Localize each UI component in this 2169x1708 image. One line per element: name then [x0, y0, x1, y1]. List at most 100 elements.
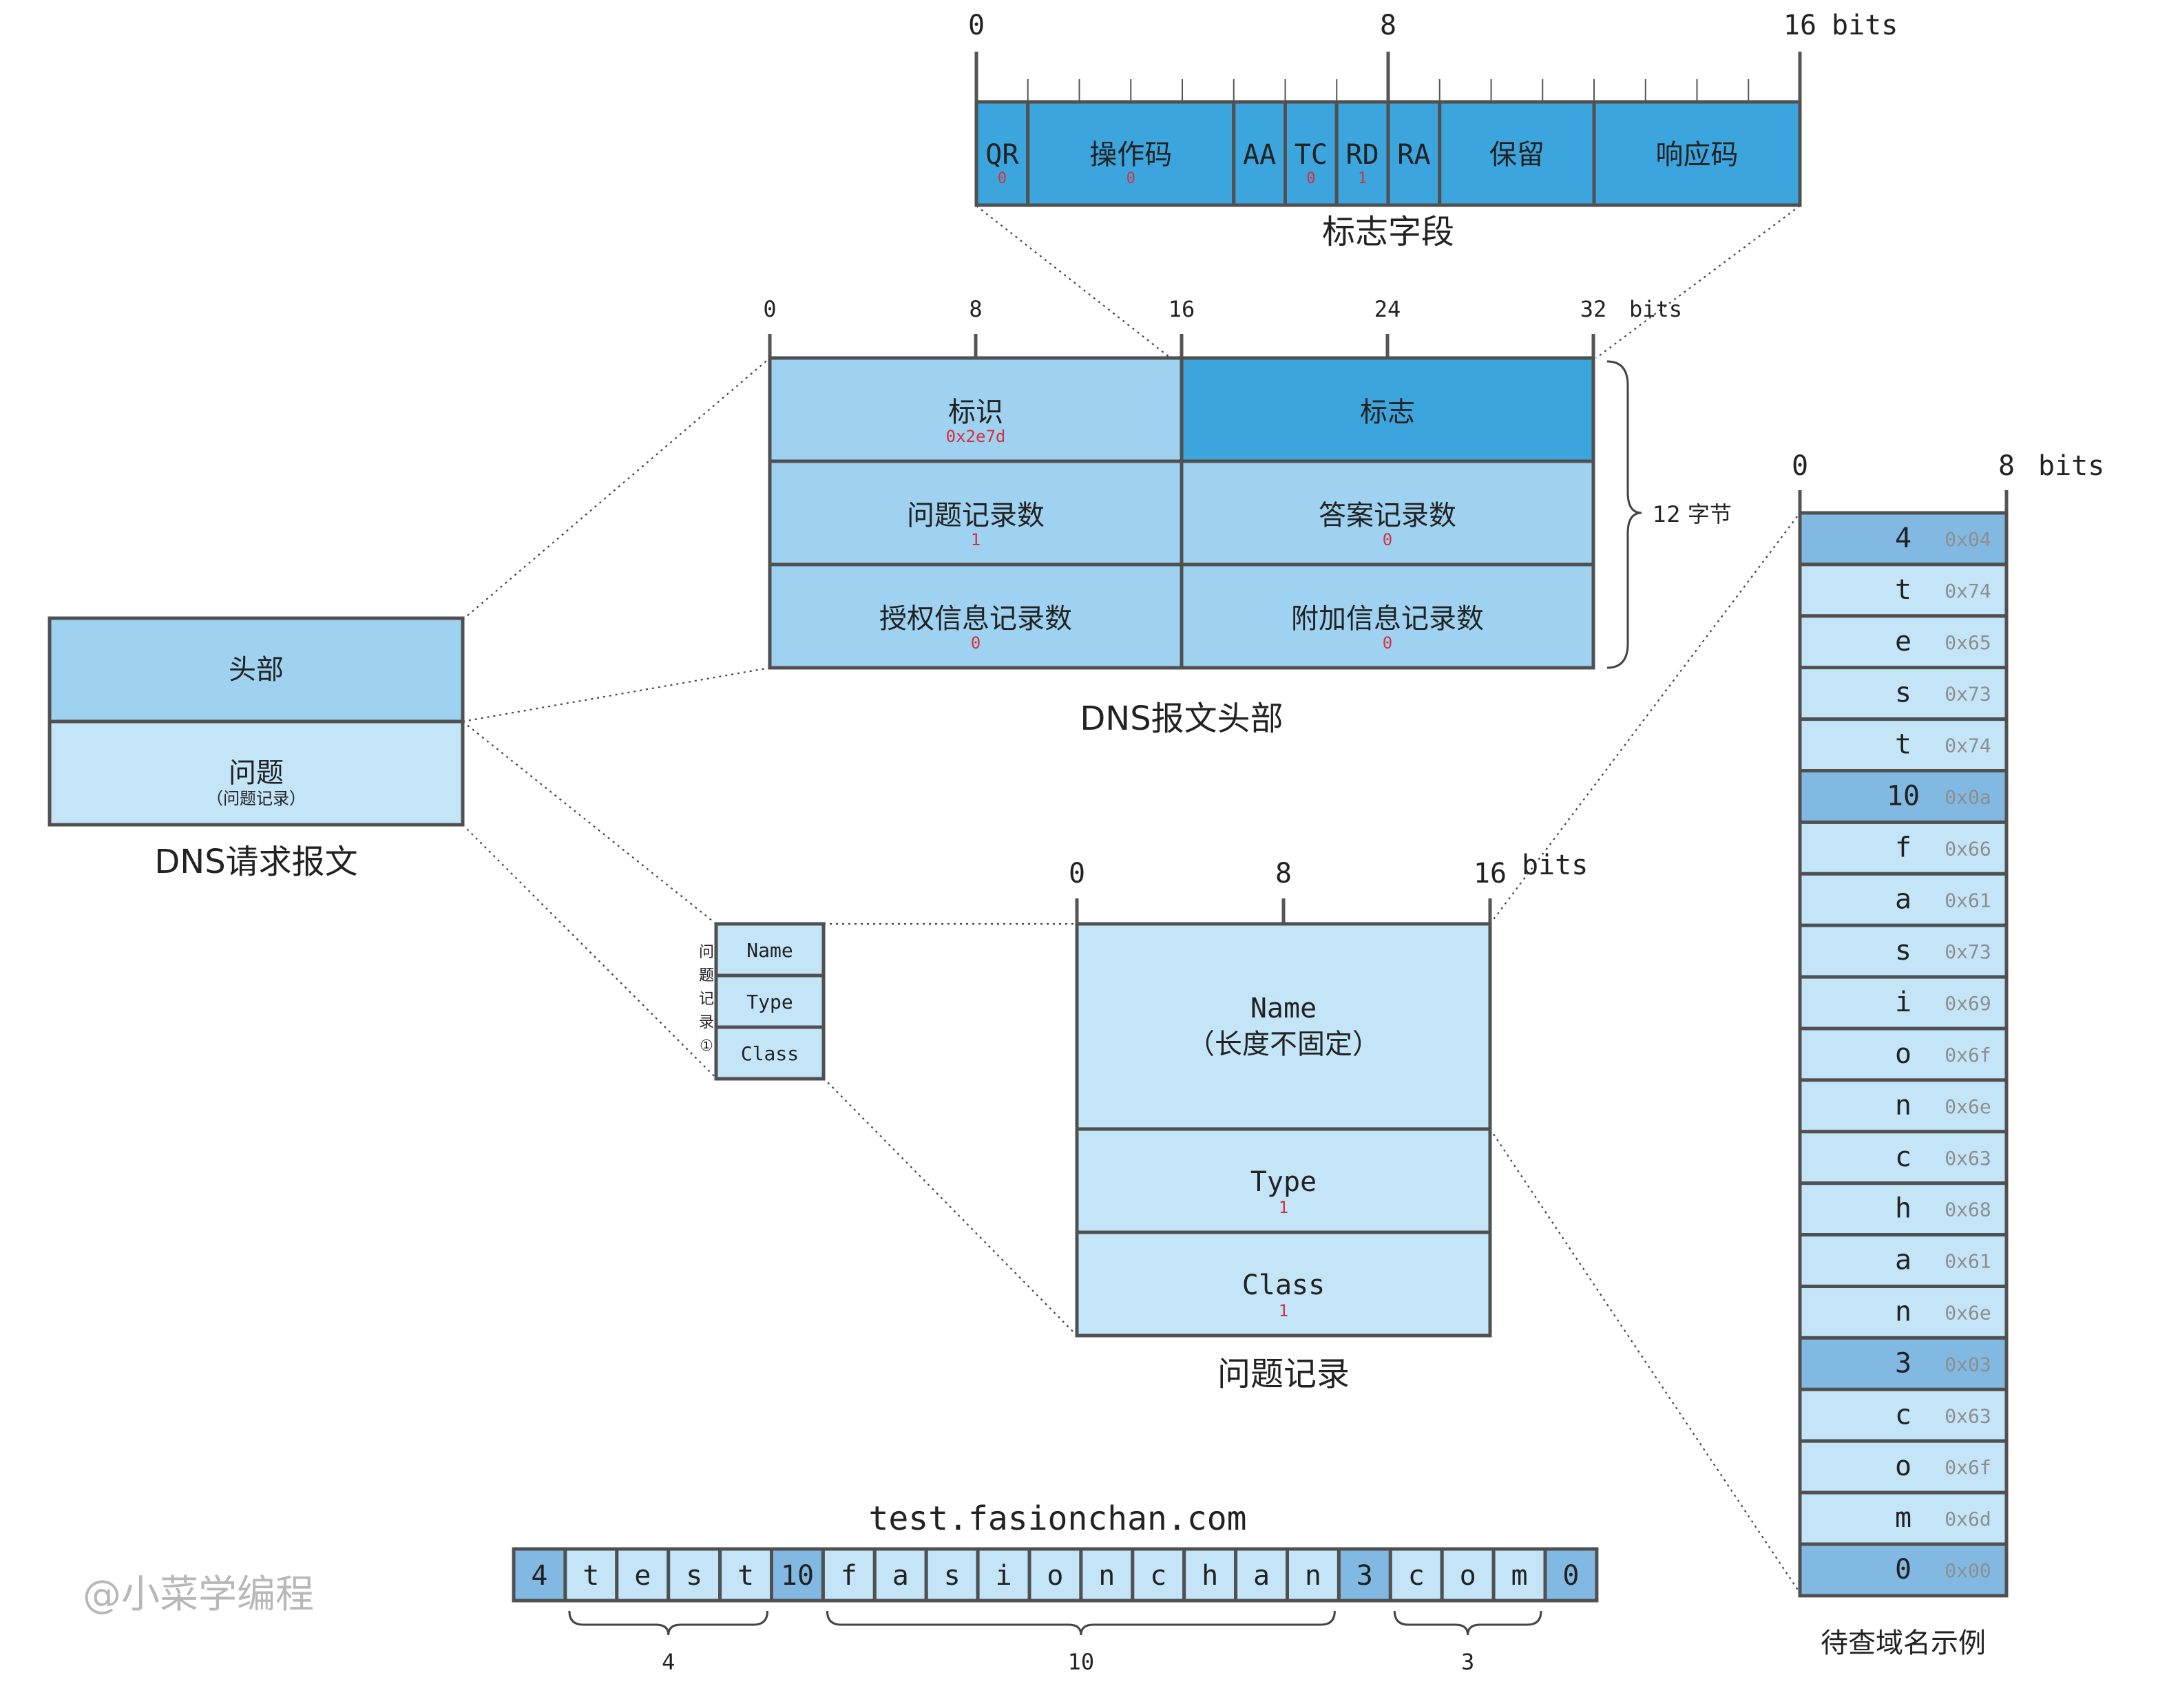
mini-row-type-label: Type — [746, 991, 793, 1013]
domain-byte-char: t — [1895, 729, 1911, 761]
domain-byte-hex: 0x68 — [1945, 1199, 1991, 1221]
domain-strip-char: f — [841, 1560, 857, 1592]
domain-byte-char: 4 — [1895, 523, 1911, 554]
domain-byte-char: o — [1895, 1451, 1911, 1482]
domain-strip-char: 4 — [531, 1560, 547, 1592]
flags-cell — [1232, 100, 1287, 207]
mini-side-label-1: 问 — [699, 944, 714, 961]
question-axis-end: 16 — [1474, 858, 1507, 889]
flags-axis-start: 0 — [968, 10, 985, 41]
header-axis-8: 8 — [969, 296, 982, 322]
header-nscount-label: 授权信息记录数 — [879, 603, 1072, 635]
header-cell-flags — [1180, 356, 1595, 463]
request-question-block — [48, 719, 465, 827]
request-header-label: 头部 — [229, 654, 284, 686]
question-caption: 问题记录 — [1217, 1355, 1350, 1393]
question-name-sub: （长度不固定） — [1187, 1029, 1380, 1060]
flags-caption: 标志字段 — [1322, 213, 1454, 251]
question-name-field — [1075, 922, 1492, 1131]
domain-strip-char: c — [1150, 1560, 1166, 1592]
question-type-field — [1075, 1127, 1492, 1234]
header-cell-ancount — [1180, 459, 1595, 567]
flags-axis-unit: bits — [1832, 10, 1898, 41]
question-record: 0 8 16 bits Name （长度不固定） Type 1 Class 1 … — [1069, 850, 1588, 1393]
domain-strip-title: test.fasionchan.com — [868, 1499, 1246, 1538]
flags-cell-label: 保留 — [1489, 139, 1544, 171]
domain-byte-cell — [1798, 1285, 2009, 1340]
header-cell-qdcount — [768, 459, 1184, 567]
domain-strip-char: n — [1305, 1560, 1321, 1592]
domain-byte-char: f — [1895, 832, 1911, 863]
domain-byte-char: c — [1895, 1141, 1911, 1173]
connector-lines — [462, 205, 1801, 1594]
domain-byte-hex: 0x6f — [1945, 1456, 1991, 1479]
header-axis-ticks — [768, 334, 1595, 358]
header-caption: DNS报文头部 — [1080, 699, 1283, 738]
domain-byte-cell — [1798, 1181, 2009, 1237]
question-type-value: 1 — [1279, 1198, 1288, 1217]
flags-cell-value: 1 — [1358, 170, 1367, 187]
domain-strip-char: c — [1408, 1560, 1425, 1592]
mini-row-type — [714, 973, 826, 1029]
request-question-sub: （问题记录） — [207, 789, 306, 808]
mini-side-label-3: 记 — [699, 991, 714, 1008]
domain-strip-brace-label: 4 — [662, 1649, 675, 1675]
flags-cell-label: AA — [1243, 139, 1276, 171]
mini-side-label-5: ① — [700, 1037, 713, 1055]
question-axis-mid: 8 — [1275, 858, 1292, 889]
domain-col-axis-ticks — [1798, 490, 2009, 513]
header-arcount-value: 0 — [1383, 633, 1392, 653]
domain-strip-cell — [1337, 1547, 1392, 1603]
header-ancount-value: 0 — [1383, 530, 1392, 549]
header-axis-unit: bits — [1629, 296, 1682, 322]
domain-strip-brace — [568, 1610, 768, 1636]
header-flags-label: 标志 — [1360, 397, 1415, 428]
domain-byte-char: s — [1895, 677, 1911, 709]
domain-byte-hex: 0x6e — [1945, 1302, 1991, 1325]
domain-byte-cell — [1798, 1387, 2009, 1443]
mini-side-label-2: 题 — [699, 967, 714, 984]
domain-byte-hex: 0x6e — [1945, 1095, 1991, 1118]
flags-cell — [1334, 100, 1390, 207]
domain-byte-char: o — [1895, 1038, 1911, 1070]
flags-axis-end: 16 — [1783, 10, 1816, 41]
domain-byte-hex: 0x61 — [1945, 889, 1991, 911]
domain-byte-char: i — [1895, 987, 1911, 1018]
question-axis-ticks — [1075, 898, 1492, 924]
flags-cell-label: RD — [1346, 139, 1379, 171]
flags-cell-label: RA — [1397, 139, 1430, 171]
header-size-label: 12 字节 — [1653, 501, 1732, 527]
flags-cell — [1283, 100, 1339, 207]
domain-byte-char: a — [1895, 1245, 1911, 1276]
mini-row-class-label: Class — [741, 1042, 799, 1065]
domain-strip-cell — [1491, 1547, 1547, 1603]
mini-row-name-label: Name — [746, 939, 793, 962]
domain-strip-char: s — [944, 1560, 961, 1592]
domain-col-axis-end: 8 — [1998, 450, 2015, 482]
flags-cell-value: 0 — [998, 170, 1007, 187]
domain-byte-cell — [1798, 1078, 2009, 1134]
domain-strip-brace — [1393, 1610, 1542, 1636]
domain-strip-char: 10 — [781, 1560, 814, 1592]
domain-byte-hex: 0x6d — [1945, 1508, 1991, 1530]
domain-byte-cell — [1798, 1233, 2009, 1288]
header-axis-24: 24 — [1374, 296, 1401, 322]
domain-byte-char: c — [1895, 1399, 1911, 1431]
domain-strip-cell — [770, 1547, 825, 1603]
header-axis-0: 0 — [763, 296, 776, 322]
domain-byte-cell — [1798, 614, 2009, 670]
domain-byte-hex: 0x6f — [1945, 1044, 1991, 1066]
domain-strip-cell — [1234, 1547, 1289, 1603]
question-class-field — [1075, 1230, 1492, 1338]
domain-strip-cell — [718, 1547, 773, 1603]
domain-byte-char: 3 — [1895, 1347, 1911, 1379]
domain-byte-char: n — [1895, 1090, 1911, 1121]
header-cell-nscount — [768, 562, 1184, 670]
domain-byte-cell — [1798, 1490, 2009, 1546]
domain-strip-char: s — [686, 1560, 702, 1592]
